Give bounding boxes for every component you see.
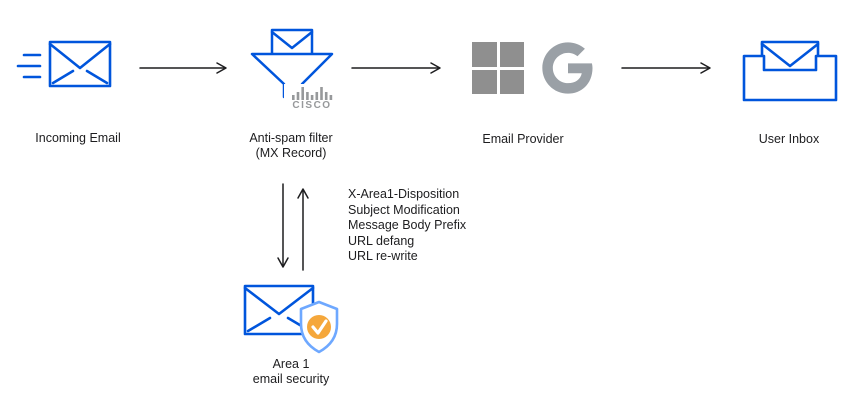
user-inbox-label: User Inbox xyxy=(758,132,820,146)
envelope-speed-icon xyxy=(16,40,112,88)
inbox-tray-icon xyxy=(742,40,838,102)
check-badge xyxy=(307,315,331,339)
annotation-line: Message Body Prefix xyxy=(348,218,467,232)
arrow-provider-to-inbox xyxy=(621,62,711,74)
arrow-filter-to-provider xyxy=(351,62,441,74)
arrow-area1-to-filter xyxy=(297,188,309,271)
annotation-line: URL defang xyxy=(348,233,415,248)
anti-spam-filter-label: Anti-spam filter (MX Record) xyxy=(221,131,361,161)
annotation-line: X-Area1-Disposition xyxy=(348,187,460,201)
cisco-wordmark: CISCO xyxy=(292,100,332,111)
microsoft-square xyxy=(472,42,497,67)
mx-record-sublabel: (MX Record) xyxy=(255,146,327,160)
microsoft-logo xyxy=(472,42,524,94)
email-provider-label: Email Provider xyxy=(482,132,564,146)
cisco-bars-icon xyxy=(292,87,333,100)
area1-label: Area 1 email security xyxy=(252,357,330,386)
google-logo xyxy=(542,42,593,94)
microsoft-square xyxy=(499,69,524,94)
microsoft-square xyxy=(472,69,497,94)
annotation-line: URL re-write xyxy=(348,249,418,263)
cisco-logo: CISCO xyxy=(284,84,340,113)
modification-annotations: X-Area1-Disposition Subject Modification… xyxy=(348,187,466,265)
microsoft-square xyxy=(499,42,524,67)
check-icon xyxy=(311,319,328,335)
arrow-filter-to-area1 xyxy=(277,183,289,268)
envelope-shield-icon xyxy=(243,284,339,354)
incoming-email-label: Incoming Email xyxy=(35,131,121,145)
arrow-incoming-to-filter xyxy=(139,62,227,74)
annotation-line: Subject Modification xyxy=(348,202,460,217)
